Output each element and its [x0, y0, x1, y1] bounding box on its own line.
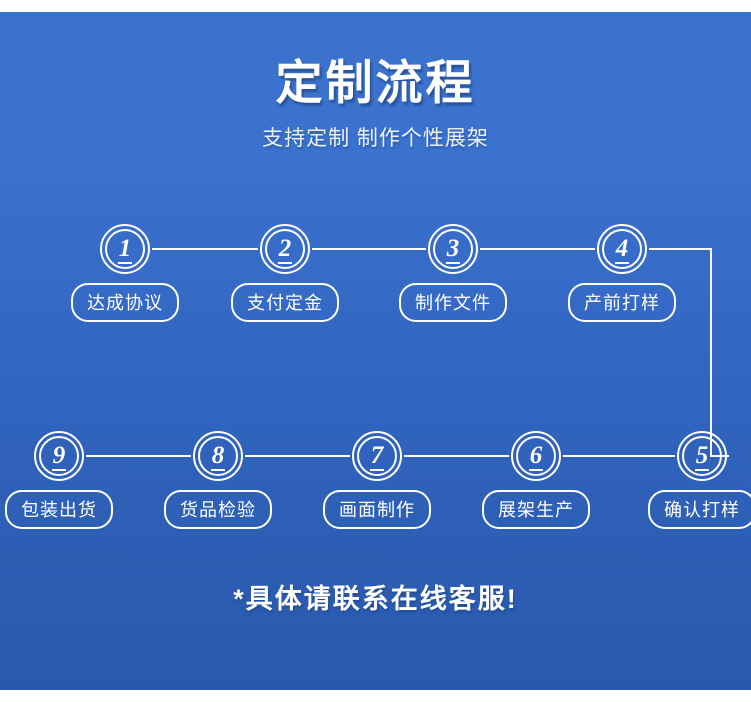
- step-circle-icon: [100, 224, 150, 274]
- banner-header: 定制流程 支持定制 制作个性展架: [0, 12, 751, 152]
- step-label-pill[interactable]: 货品检验: [164, 490, 272, 529]
- step-circle-icon: [597, 224, 647, 274]
- step-circle-icon: [352, 431, 402, 481]
- step-number: 9: [51, 442, 67, 471]
- step-label-pill[interactable]: 支付定金: [231, 283, 339, 322]
- step-number: 4: [614, 235, 630, 264]
- step-label-pill[interactable]: 达成协议: [71, 283, 179, 322]
- step-label-pill[interactable]: 包装出货: [5, 490, 113, 529]
- step-circle-icon: [511, 431, 561, 481]
- step-number: 1: [117, 235, 133, 264]
- step-label-pill[interactable]: 画面制作: [323, 490, 431, 529]
- step-label-pill[interactable]: 确认打样: [648, 490, 751, 529]
- step-label-pill[interactable]: 产前打样: [568, 283, 676, 322]
- page-subtitle: 支持定制 制作个性展架: [262, 126, 489, 150]
- step-circle-icon: [34, 431, 84, 481]
- footer-note: *具体请联系在线客服!: [233, 584, 518, 614]
- step-number: 6: [528, 442, 544, 471]
- step-number: 8: [210, 442, 226, 471]
- connector-4-5: [649, 248, 729, 457]
- step-number: 3: [445, 235, 461, 264]
- banner-canvas: 定制流程 支持定制 制作个性展架 1 达成协: [0, 12, 751, 690]
- step-label-pill[interactable]: 展架生产: [482, 490, 590, 529]
- step-number: 7: [369, 442, 385, 471]
- step-circle-icon: [428, 224, 478, 274]
- step-number: 5: [694, 442, 710, 471]
- step-circle-icon: [193, 431, 243, 481]
- step-label-pill[interactable]: 制作文件: [399, 283, 507, 322]
- step-circle-icon: [260, 224, 310, 274]
- step-number: 2: [277, 235, 293, 264]
- page-title: 定制流程: [275, 56, 476, 109]
- step-circle-icon: [677, 431, 727, 481]
